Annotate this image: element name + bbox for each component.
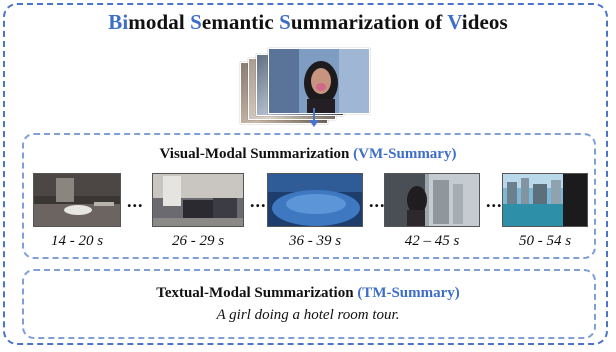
thumbnail-hotel-room — [152, 173, 244, 227]
thumbnail-city-view — [502, 173, 588, 227]
thumbnail-blue-bed — [267, 173, 363, 227]
title-part-8: ideos — [461, 10, 508, 34]
vm-summary-title: Visual-Modal Summarization — [159, 146, 350, 162]
title-part-1: Bi — [108, 10, 129, 34]
vm-summary-tag: (VM-Summary) — [353, 146, 457, 162]
separator-dots: ... — [127, 191, 144, 211]
segment-time-3: 36 - 39 s — [288, 233, 342, 249]
tm-summary-box — [22, 269, 596, 339]
outer-frame — [3, 3, 608, 345]
girl-selfie-image — [269, 49, 369, 113]
separator-dots: ... — [369, 191, 386, 211]
tm-summary-title: Textual-Modal Summarization — [156, 285, 354, 301]
segment-time-1: 14 - 20 s — [50, 233, 104, 249]
segment-time-4: 42 – 45 s — [404, 233, 460, 249]
vm-summary-box — [22, 133, 596, 259]
tm-summary-caption: A girl doing a hotel room tour. — [216, 307, 400, 323]
title-part-6: ummarization of — [290, 10, 448, 34]
down-arrow-shaft — [313, 108, 315, 121]
separator-dots: ... — [486, 191, 503, 211]
title-part-3: S — [190, 10, 202, 34]
tm-summary-heading: Textual-Modal Summarization (TM-Summary) — [0, 285, 616, 302]
vm-summary-heading: Visual-Modal Summarization (VM-Summary) — [0, 146, 616, 163]
video-frame-stack — [240, 48, 370, 124]
title-part-7: V — [447, 10, 462, 34]
title-part-5: S — [279, 10, 291, 34]
stack-frame-front — [268, 48, 370, 114]
down-arrow-icon — [309, 120, 319, 127]
thumbnail-window-girl — [384, 173, 480, 227]
diagram-title: Bimodal Semantic Summarization of Videos — [0, 10, 616, 35]
title-part-4: emantic — [201, 10, 280, 34]
segment-time-2: 26 - 29 s — [171, 233, 225, 249]
separator-dots: ... — [250, 191, 267, 211]
segment-time-5: 50 - 54 s — [518, 233, 572, 249]
thumbnail-bathroom — [33, 173, 121, 227]
tm-summary-tag: (TM-Summary) — [357, 285, 460, 301]
title-part-2: modal — [128, 10, 191, 34]
